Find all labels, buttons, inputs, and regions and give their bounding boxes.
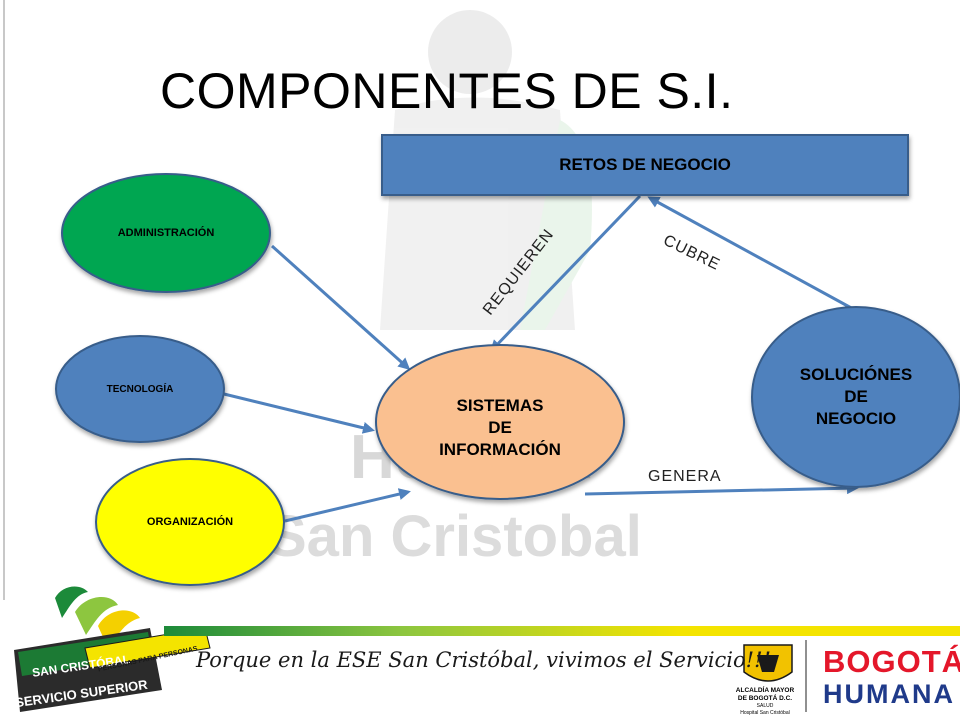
shield-eagle-shape: [757, 655, 779, 672]
arrow-retos-to-sistemas: [489, 194, 642, 353]
node-tecnologia: [55, 335, 225, 443]
arrow-administracion-to-sistemas: [270, 244, 411, 371]
logo-swoosh-1: [55, 586, 88, 618]
edge-label-genera: GENERA: [648, 468, 722, 485]
node-organizacion: [95, 458, 285, 586]
node-soluciones-de-negocio: [751, 306, 960, 488]
node-sistemas-line2: DE: [488, 417, 512, 437]
arrow-soluciones-to-retos: [647, 196, 856, 312]
alcaldia-line1: ALCALDÍA MAYOR: [735, 687, 795, 694]
node-sistemas-line1: SISTEMAS: [456, 395, 544, 415]
node-sistemas-de-informacion: [375, 344, 625, 500]
node-soluciones-label: SOLUCIÓNES DE NEGOCIO: [770, 352, 942, 442]
humana-logo-text: HUMANA: [823, 679, 955, 709]
alcaldia-text: ALCALDÍA MAYOR DE BOGOTÁ D.C. SALUD Hosp…: [720, 687, 810, 717]
arrow-tecnologia-to-sistemas: [223, 392, 375, 434]
node-sistemas-line3: INFORMACIÓN: [439, 440, 561, 460]
alcaldia-shield-logo: [743, 644, 793, 682]
page-title: COMPONENTES DE S.I.: [160, 63, 734, 119]
san-cristobal-badge-logo: [14, 586, 211, 712]
bogota-logo-text: BOGOTÁ: [823, 644, 960, 679]
watermark-text-line2: San Cristobal: [268, 504, 642, 569]
node-administracion-label: ADMINISTRACIÓN: [117, 226, 215, 239]
node-organizacion-label: ORGANIZACIÓN: [146, 515, 234, 528]
node-administracion: [61, 173, 271, 293]
logo-swoosh-2: [75, 596, 118, 635]
node-soluciones-line2: DE: [844, 386, 868, 406]
footer-color-band: [164, 626, 960, 636]
watermark-head-shape: [428, 10, 512, 94]
footer-slogan: Porque en la ESE San Cristóbal, vivimos …: [196, 648, 771, 672]
node-retos-de-negocio: [381, 134, 909, 196]
node-soluciones-line3: NEGOCIO: [815, 409, 897, 429]
node-soluciones-line1: SOLUCIÓNES: [799, 364, 913, 384]
alcaldia-line2: DE BOGOTÁ D.C.: [737, 695, 793, 702]
node-retos-label: RETOS DE NEGOCIO: [559, 154, 731, 174]
alcaldia-line4: Hospital San Cristóbal: [740, 710, 790, 716]
arrow-sistemas-to-soluciones: [584, 482, 859, 496]
node-tecnologia-label: TECNOLOGÍA: [106, 383, 174, 395]
alcaldia-line3: SALUD: [756, 703, 774, 709]
node-sistemas-label: SISTEMAS DE INFORMACIÓN: [400, 384, 600, 472]
arrow-organizacion-to-sistemas: [284, 488, 411, 523]
